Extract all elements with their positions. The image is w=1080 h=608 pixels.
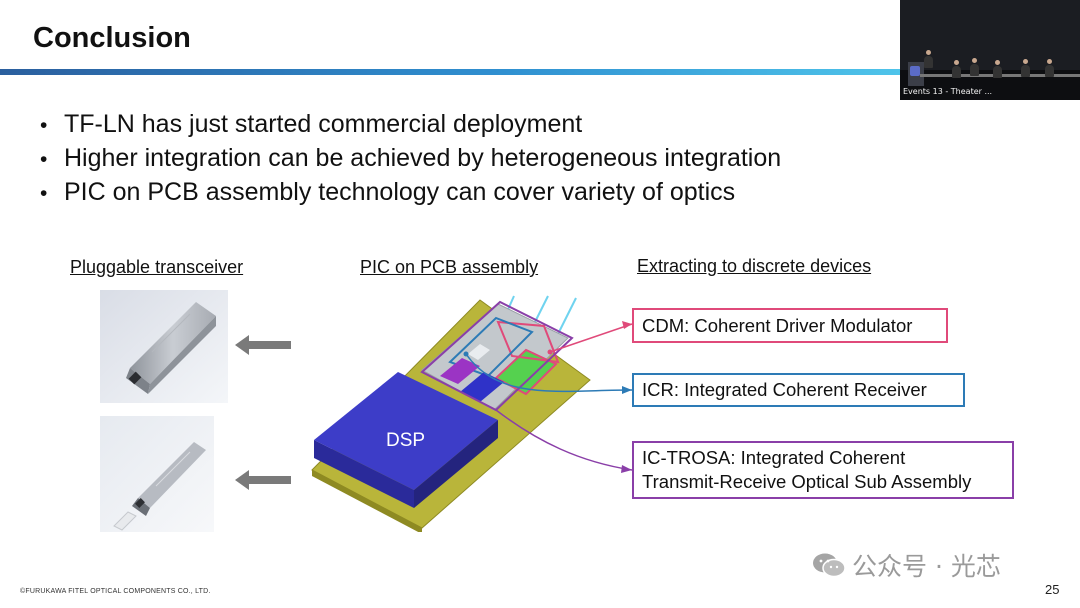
pic-on-pcb-diagram — [311, 295, 633, 532]
transceiver-photo-small — [100, 416, 214, 532]
dsp-label: DSP — [386, 430, 426, 451]
bullet-text: PIC on PCB assembly technology can cover… — [64, 178, 736, 206]
bullet-item: • PIC on PCB assembly technology can cov… — [40, 176, 781, 210]
transceiver-photo-large — [100, 290, 228, 403]
arrow-left-icon — [235, 335, 291, 355]
video-caption: Events 13 - Theater ... — [903, 87, 993, 96]
bullet-list: • TF-LN has just started commercial depl… — [40, 108, 781, 210]
watermark-text: 公众号 · 光芯 — [852, 552, 1001, 581]
bullet-text: Higher integration can be achieved by he… — [64, 144, 782, 172]
bullet-glyph: • — [40, 182, 48, 205]
bullet-glyph: • — [40, 148, 48, 171]
bullet-text: TF-LN has just started commercial deploy… — [64, 110, 583, 138]
video-overlay[interactable]: Events 13 - Theater ... — [900, 0, 1080, 100]
slide-title: Conclusion — [33, 22, 191, 54]
video-panelist — [970, 58, 979, 76]
video-speaker — [924, 50, 933, 68]
header-pluggable-transceiver: Pluggable transceiver — [70, 257, 244, 277]
wechat-icon — [813, 553, 846, 578]
bullet-item: • TF-LN has just started commercial depl… — [40, 108, 781, 142]
callout-trosa-line2: Transmit-Receive Optical Sub Assembly — [642, 471, 972, 492]
callout-cdm: CDM: Coherent Driver Modulator — [632, 308, 948, 343]
callout-icr-text: ICR: Integrated Coherent Receiver — [642, 379, 927, 400]
header-extracting-devices: Extracting to discrete devices — [637, 256, 872, 276]
video-panelist — [993, 60, 1002, 78]
title-underline-bar — [0, 69, 900, 75]
arrow-left-icon — [235, 470, 291, 490]
video-podium-logo — [910, 66, 920, 76]
callout-cdm-text: CDM: Coherent Driver Modulator — [642, 315, 913, 336]
trosa-outline — [420, 300, 574, 412]
video-panelist — [1045, 59, 1054, 77]
video-panelist — [952, 60, 961, 78]
cdm-region — [494, 348, 558, 396]
icr-region — [448, 316, 534, 378]
bullet-glyph: • — [40, 114, 48, 137]
dsp-chip — [314, 372, 498, 490]
header-pic-on-pcb: PIC on PCB assembly — [360, 257, 539, 277]
callout-trosa-line1: IC-TROSA: Integrated Coherent — [642, 447, 906, 468]
footer-copyright: ©FURUKAWA FITEL OPTICAL COMPONENTS CO., … — [20, 588, 211, 595]
wechat-watermark: 公众号 · 光芯 — [812, 547, 1001, 583]
callout-ic-trosa: IC-TROSA: Integrated Coherent Transmit-R… — [632, 441, 1014, 499]
page-number: 25 — [1045, 582, 1060, 597]
bullet-item: • Higher integration can be achieved by … — [40, 142, 781, 176]
video-panelist — [1021, 59, 1030, 77]
callout-icr: ICR: Integrated Coherent Receiver — [632, 373, 965, 407]
